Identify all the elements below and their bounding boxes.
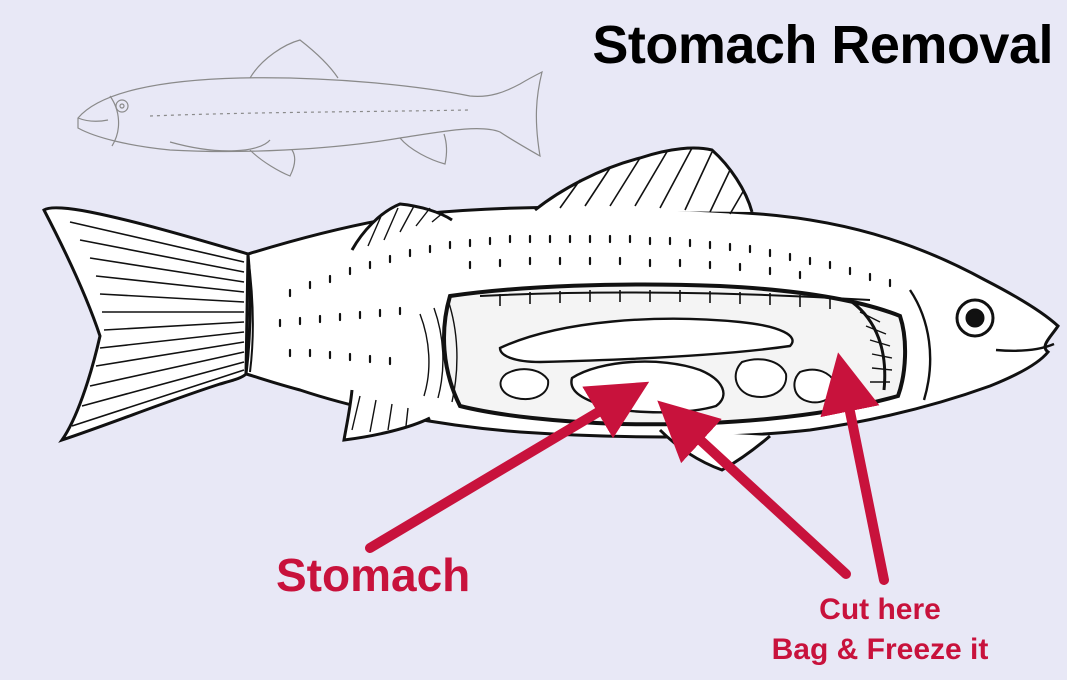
cut-here-label: Cut here (730, 590, 1030, 630)
stomach-label: Stomach (276, 548, 470, 602)
page-title: Stomach Removal (592, 14, 1053, 76)
bag-freeze-label: Bag & Freeze it (730, 630, 1030, 670)
perch-anatomy-icon (44, 148, 1058, 470)
trout-sketch-icon (78, 40, 542, 176)
cut-instructions: Cut here Bag & Freeze it (730, 590, 1030, 670)
